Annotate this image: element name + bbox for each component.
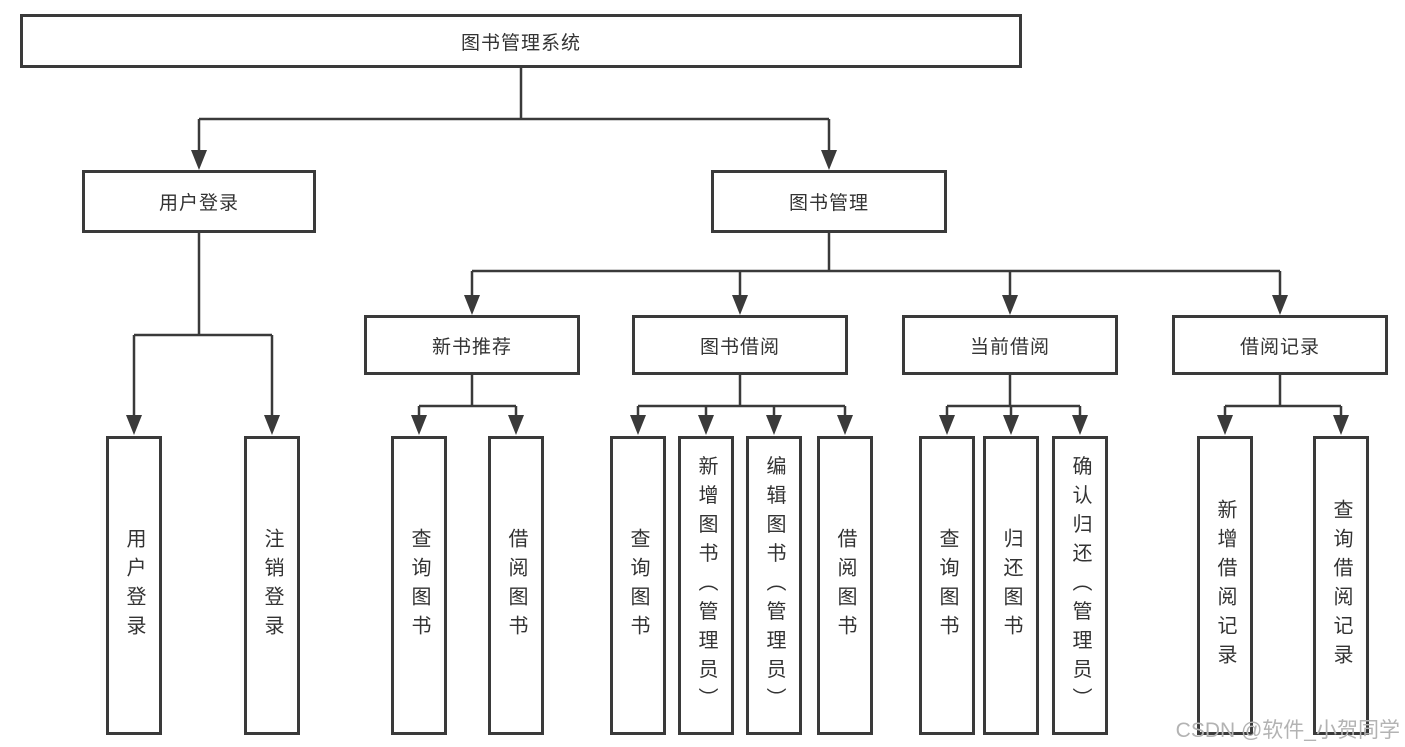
- arrow-down-icon: [191, 150, 207, 170]
- leaf-records-query-record: 查询借阅记录: [1313, 436, 1369, 735]
- arrow-down-icon: [939, 415, 955, 435]
- connector-root-to-level1: [191, 68, 837, 170]
- node-label: 借阅图书: [834, 527, 856, 644]
- node-label: 借阅记录: [1239, 336, 1320, 358]
- arrow-down-icon: [630, 415, 646, 435]
- leaf-recommend-query-books: 查询图书: [391, 436, 447, 735]
- node-label: 借阅图书: [505, 527, 527, 644]
- node-label: 图书管理: [788, 193, 869, 214]
- leaf-current-return-books: 归还图书: [983, 436, 1039, 735]
- node-user-login-group: 用户登录: [82, 170, 316, 233]
- arrow-down-icon: [1003, 415, 1019, 435]
- csdn-watermark: CSDN @软件_小贺同学: [1175, 719, 1400, 742]
- node-book-borrowing: 图书借阅: [632, 315, 848, 375]
- node-label: 新增图书（管理员）: [695, 455, 717, 716]
- arrow-down-icon: [698, 415, 714, 435]
- arrow-down-icon: [1072, 415, 1088, 435]
- arrow-down-icon: [1333, 415, 1349, 435]
- arrow-down-icon: [126, 415, 142, 435]
- node-label: 当前借阅: [969, 336, 1050, 358]
- connector-newbook-to-leaves: [411, 375, 524, 435]
- node-label: 新书推荐: [431, 336, 512, 358]
- node-library-system: 图书管理系统: [20, 14, 1022, 68]
- arrow-down-icon: [1272, 295, 1288, 315]
- leaf-current-confirm-return-admin: 确认归还（管理员）: [1052, 436, 1108, 735]
- arrow-down-icon: [1002, 295, 1018, 315]
- leaf-logout-login: 注销登录: [244, 436, 300, 735]
- node-label: 查询图书: [408, 527, 430, 644]
- node-label: 图书管理系统: [460, 32, 581, 54]
- connector-borrow-to-leaves: [630, 375, 853, 435]
- arrow-down-icon: [837, 415, 853, 435]
- leaf-records-add-record: 新增借阅记录: [1197, 436, 1253, 735]
- arrow-down-icon: [1217, 415, 1233, 435]
- node-label: 用户登录: [123, 527, 145, 644]
- node-label: 确认归还（管理员）: [1069, 455, 1091, 716]
- connector-bookmgmt-to-level2: [464, 233, 1288, 315]
- node-label: 图书借阅: [699, 336, 780, 358]
- arrow-down-icon: [464, 295, 480, 315]
- connector-current-to-leaves: [939, 375, 1088, 435]
- arrow-down-icon: [508, 415, 524, 435]
- node-current-borrowing: 当前借阅: [902, 315, 1118, 375]
- connector-userlogin-to-leaves: [126, 233, 280, 435]
- node-book-management-group: 图书管理: [711, 170, 947, 233]
- node-label: 查询图书: [936, 527, 958, 644]
- node-label: 归还图书: [1000, 527, 1022, 644]
- leaf-user-login: 用户登录: [106, 436, 162, 735]
- arrow-down-icon: [766, 415, 782, 435]
- leaf-current-query-books: 查询图书: [919, 436, 975, 735]
- leaf-borrow-edit-books-admin: 编辑图书（管理员）: [746, 436, 802, 735]
- node-label: 查询图书: [627, 527, 649, 644]
- leaf-borrow-query-books: 查询图书: [610, 436, 666, 735]
- leaf-borrow-add-books-admin: 新增图书（管理员）: [678, 436, 734, 735]
- node-label: 编辑图书（管理员）: [763, 455, 785, 716]
- node-label: 新增借阅记录: [1214, 498, 1236, 673]
- leaf-recommend-borrow-books: 借阅图书: [488, 436, 544, 735]
- node-borrowing-records: 借阅记录: [1172, 315, 1388, 375]
- leaf-borrow-borrow-books: 借阅图书: [817, 436, 873, 735]
- arrow-down-icon: [264, 415, 280, 435]
- node-label: 用户登录: [158, 193, 239, 214]
- arrow-down-icon: [732, 295, 748, 315]
- node-label: 查询借阅记录: [1330, 498, 1352, 673]
- arrow-down-icon: [821, 150, 837, 170]
- node-new-book-recommend: 新书推荐: [364, 315, 580, 375]
- node-label: 注销登录: [261, 527, 283, 644]
- arrow-down-icon: [411, 415, 427, 435]
- connector-records-to-leaves: [1217, 375, 1349, 435]
